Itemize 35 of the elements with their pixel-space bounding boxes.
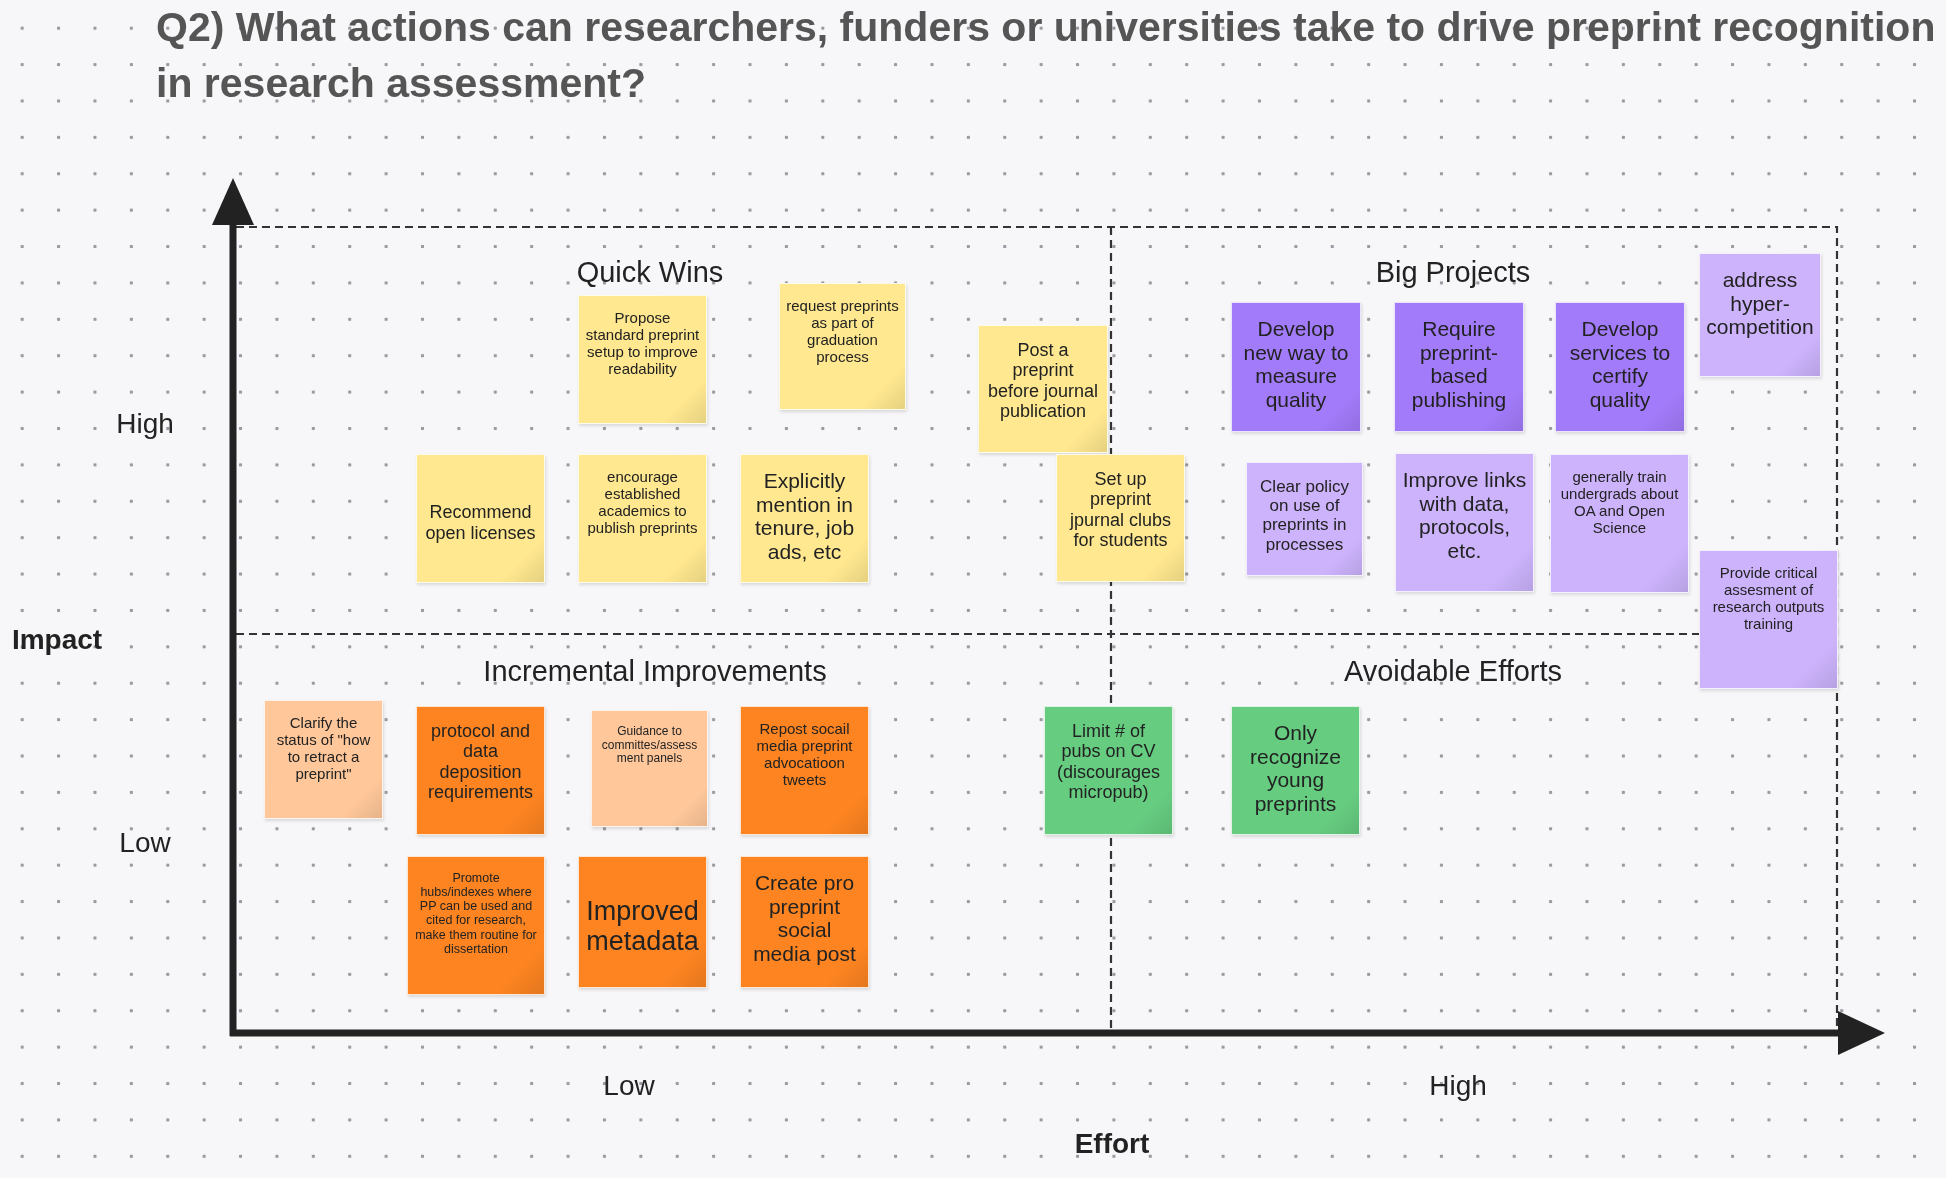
sticky-note: Require preprint-based publishing <box>1394 302 1524 432</box>
axis-title: Impact <box>11 624 103 656</box>
sticky-note: Clarify the status of "how to retract a preprint" <box>264 700 383 819</box>
quadrant-title: Big Projects <box>1375 255 1531 289</box>
sticky-note: Repost socail media preprint advocatioon tweets <box>740 706 869 835</box>
quadrant-title: Incremental Improvements <box>483 654 827 688</box>
sticky-note: Create pro preprint social media post <box>740 856 869 988</box>
quadrant-title: Quick Wins <box>576 255 724 289</box>
sticky-note: Propose standard preprint setup to improve readability <box>578 295 707 424</box>
sticky-note: request preprints as part of graduation process <box>779 283 906 410</box>
sticky-note: Promote hubs/indexes where PP can be used and cited for research, make them routine for dissertation <box>407 856 545 995</box>
quadrant-title: Avoidable Efforts <box>1343 654 1563 688</box>
sticky-note: Set up preprint jpurnal clubs for students <box>1056 454 1185 582</box>
sticky-note: Improved metadata <box>578 856 707 988</box>
sticky-note: Clear policy on use of preprints in processes <box>1246 462 1363 576</box>
sticky-note: Explicitly mention in tenure, job ads, etc <box>740 454 869 583</box>
axis-label: High <box>1429 1070 1487 1102</box>
axis-label: Low <box>119 827 171 859</box>
title: Q2) What actions can researchers, funders or universities take to drive preprint recognition in research assessment? <box>156 3 1936 108</box>
axis-label: High <box>116 408 174 440</box>
sticky-note: Develop new way to measure quality <box>1231 302 1361 432</box>
sticky-note: encourage established academics to publish preprints <box>578 454 707 583</box>
sticky-note: Provide critical assesment of research outputs training <box>1699 550 1838 689</box>
axis-label: Low <box>603 1070 655 1102</box>
sticky-note: Recommend open licenses <box>416 454 545 583</box>
sticky-note: protocol and data deposition requirements <box>416 706 545 835</box>
sticky-note: Only recognize young preprints <box>1231 706 1360 835</box>
sticky-note: Post a preprint before journal publication <box>978 325 1108 453</box>
sticky-note: address hyper-competition <box>1699 253 1821 377</box>
sticky-note: Develop services to certify quality <box>1555 302 1685 432</box>
sticky-note: Guidance to committes/assessment panels <box>591 710 708 827</box>
axis-title: Effort <box>1074 1128 1150 1160</box>
sticky-note: Limit # of pubs on CV (discourages micropub) <box>1044 706 1173 835</box>
sticky-note: Improve links with data, protocols, etc. <box>1395 453 1534 592</box>
sticky-note: generally train undergrads about OA and Open Science <box>1550 454 1689 593</box>
